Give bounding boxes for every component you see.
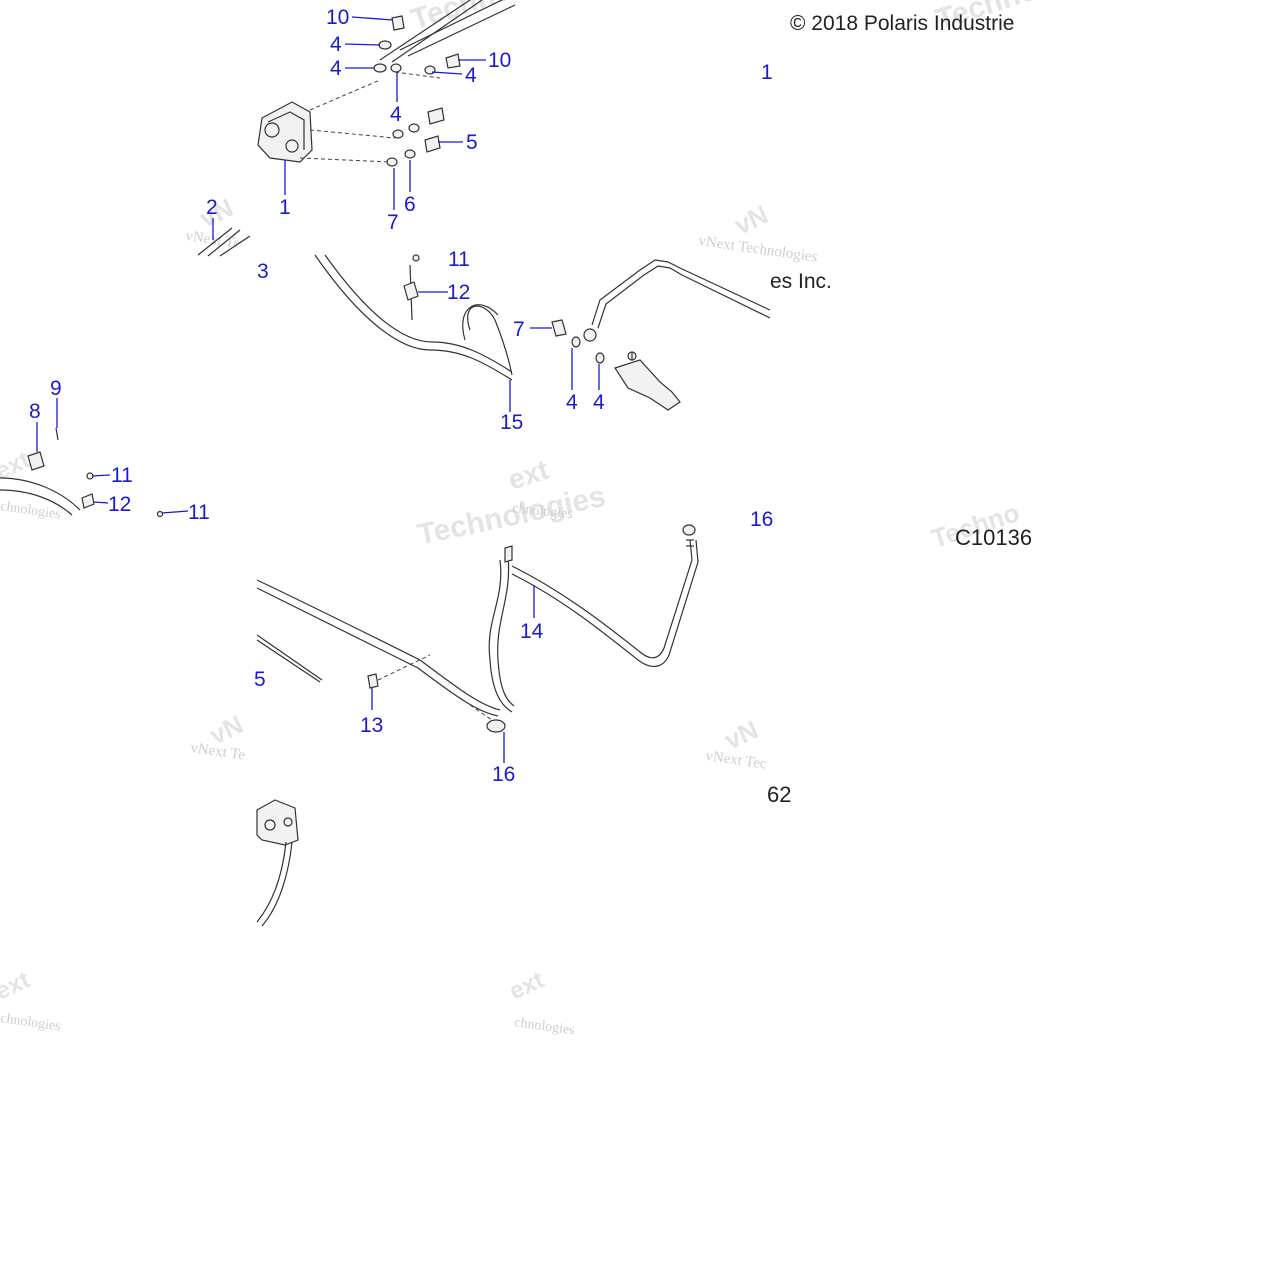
- washer-icon: [378, 40, 392, 50]
- bolt-icon: [427, 107, 445, 125]
- brake-line-top: [379, 0, 471, 61]
- watermark-chnologies-bottom-mid: chnologies: [513, 1015, 575, 1038]
- callout-4-a: 4: [330, 33, 342, 56]
- callout-15-mid: 15: [500, 411, 523, 434]
- drawing-code-tail: 62: [767, 782, 791, 807]
- watermark-vn-mid: vN: [730, 199, 773, 240]
- callout-11-left: 11: [111, 464, 133, 487]
- callout-4-d: 4: [390, 103, 402, 126]
- callout-5: 5: [466, 131, 478, 154]
- watermark-chnologies-left: chnologies: [0, 499, 62, 522]
- steel-brake-line: [591, 259, 771, 326]
- callout-4-mid-b: 4: [593, 391, 605, 414]
- banjo-bolt-icon: [391, 15, 405, 31]
- callout-10-right: 10: [488, 49, 511, 72]
- watermark-vnext-lower-left: vNext Te: [189, 740, 246, 764]
- copyright-notice: © 2018 Polaris Industrie: [790, 12, 1014, 35]
- center-hose-assembly: [256, 545, 515, 733]
- watermark-ext-bottom-mid: ext: [505, 966, 548, 1005]
- callout-10-top: 10: [326, 6, 349, 29]
- callout-11-mid: 11: [448, 248, 470, 271]
- callout-4-mid-a: 4: [566, 391, 578, 414]
- master-cylinder: [614, 359, 681, 411]
- callout-12-mid: 12: [447, 281, 470, 304]
- rigid-line: [511, 539, 693, 659]
- screw-icon: [412, 254, 420, 262]
- brake-hose: [314, 254, 513, 381]
- callout-4-b: 4: [330, 57, 342, 80]
- watermark-vnext-mid: vNext Technologies: [697, 233, 818, 266]
- callout-11-left-b: 11: [188, 501, 210, 524]
- rigid-brake-line: [511, 524, 699, 668]
- callout-2: 2: [206, 196, 218, 219]
- callout-16-right: 16: [750, 508, 773, 531]
- callout-5-center: 5: [254, 668, 266, 691]
- grommet-icon: [486, 719, 506, 733]
- callout-12-left: 12: [108, 493, 131, 516]
- callout-9: 9: [50, 377, 62, 400]
- lower-caliper-assembly: [256, 799, 299, 927]
- watermark-ext-center: ext: [504, 454, 552, 496]
- drawing-code: C10136: [955, 525, 1032, 550]
- clamp-icon: [27, 451, 45, 471]
- caliper-assembly: [257, 0, 516, 167]
- callout-1-caliper: 1: [279, 196, 291, 219]
- callout-16-center: 16: [492, 763, 515, 786]
- callout-13: 13: [360, 714, 383, 737]
- watermark-ext-bottom-left: ext: [0, 966, 34, 1005]
- callout-14: 14: [520, 620, 544, 643]
- watermark-vn-lower-right: vN: [720, 714, 763, 755]
- copyright-tail: es Inc.: [770, 270, 832, 293]
- watermark-layer: Techno Techno vNext Te vN vNext Technolo…: [0, 0, 1042, 1038]
- rear-brake-line-assembly: [314, 254, 771, 411]
- callout-7-mid: 7: [513, 318, 525, 341]
- callout-1-right: 1: [761, 61, 773, 84]
- callout-8: 8: [29, 400, 41, 423]
- callout-7-top: 7: [387, 211, 399, 234]
- watermark-chnologies-center: chnologies: [512, 501, 574, 522]
- left-clip-assembly: [0, 427, 164, 518]
- callout-3: 3: [257, 260, 269, 283]
- watermark-chnologies-bottom-left: chnologies: [0, 1011, 62, 1034]
- callout-6: 6: [404, 193, 416, 216]
- callout-4-c: 4: [465, 64, 477, 87]
- clip-icon: [403, 281, 419, 301]
